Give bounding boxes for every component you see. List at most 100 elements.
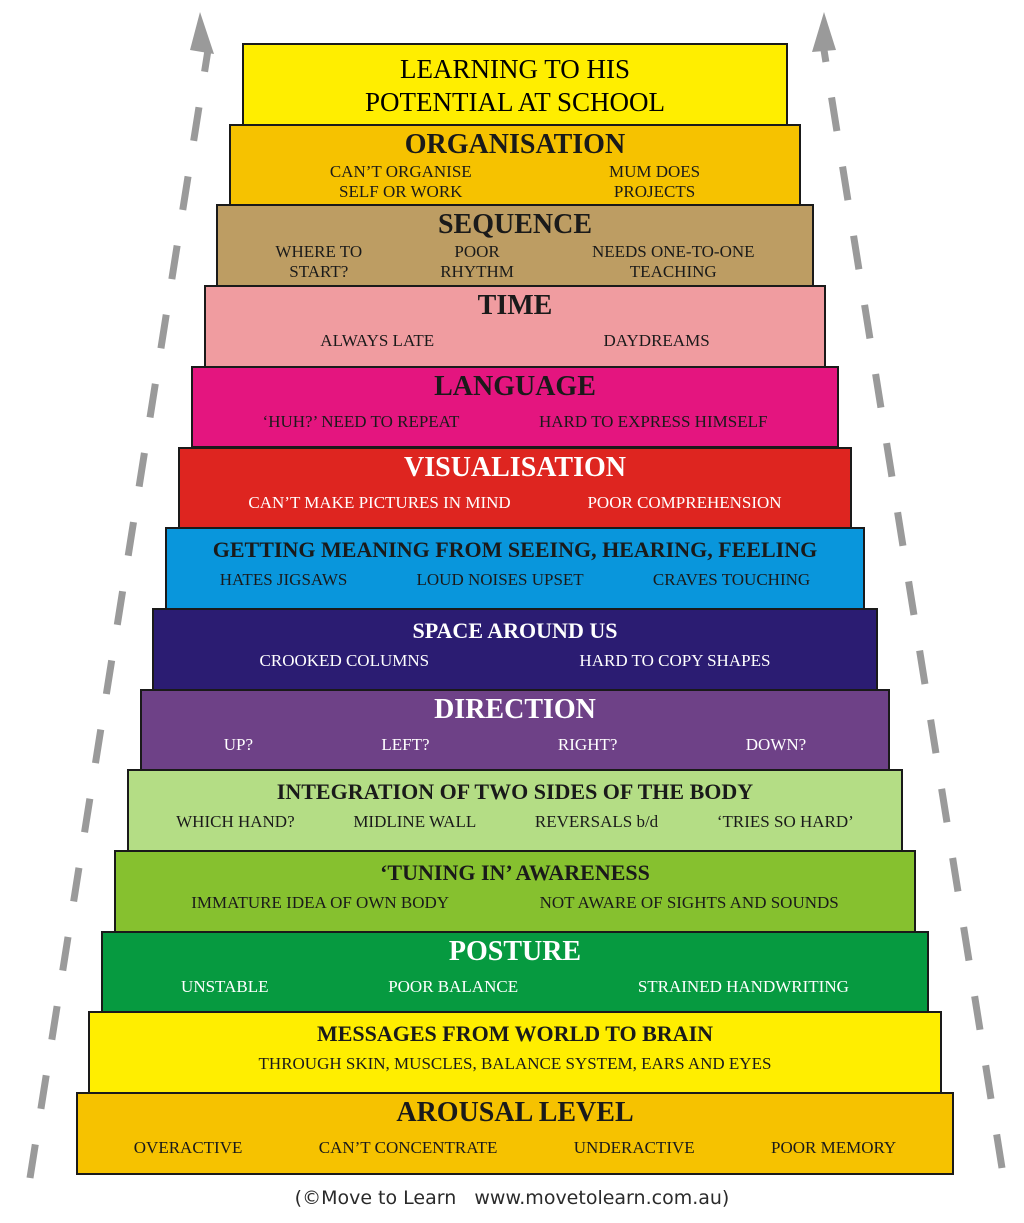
symptom: POOR COMPREHENSION bbox=[587, 493, 781, 513]
symptom: HATES JIGSAWS bbox=[220, 570, 348, 590]
symptom: ALWAYS LATE bbox=[320, 331, 434, 351]
symptom-line: NOT AWARE OF SIGHTS AND SOUNDS bbox=[539, 893, 839, 912]
step-title: VISUALISATION bbox=[404, 451, 626, 483]
step-title: MESSAGES FROM WORLD TO BRAIN bbox=[316, 1021, 714, 1047]
symptom: HARD TO EXPRESS HIMSELF bbox=[539, 412, 767, 432]
left-arrowhead-icon bbox=[190, 12, 214, 54]
symptom: REVERSALS b/d bbox=[535, 812, 658, 832]
step-time: TIME ALWAYS LATE DAYDREAMS bbox=[203, 285, 827, 368]
symptom-line: POOR BALANCE bbox=[388, 976, 519, 996]
symptom: CAN’T CONCENTRATE bbox=[319, 1138, 498, 1158]
step-title: SPACE AROUND US bbox=[412, 617, 618, 643]
step-messages-from-world-to-brain: MESSAGES FROM WORLD TO BRAIN THROUGH SKIN… bbox=[88, 1011, 942, 1095]
symptom: NOT AWARE OF SIGHTS AND SOUNDS bbox=[540, 893, 839, 913]
symptom-line: SELF OR WORK bbox=[339, 181, 463, 201]
step-symptoms: UP? LEFT? RIGHT? DOWN? bbox=[142, 735, 889, 755]
symptom-line: WHICH HAND? bbox=[176, 812, 295, 832]
symptom: CAN’T MAKE PICTURES IN MIND bbox=[248, 493, 510, 513]
right-arrowhead-icon bbox=[812, 12, 836, 52]
symptom-line: UP? bbox=[223, 734, 254, 754]
symptom: CROOKED COLUMNS bbox=[260, 651, 430, 671]
symptom: POOR MEMORY bbox=[771, 1138, 896, 1158]
step-symptoms: ‘HUH?’ NEED TO REPEAT HARD TO EXPRESS HIM… bbox=[193, 412, 837, 432]
step-title: POSTURE bbox=[448, 935, 582, 967]
symptom: IMMATURE IDEA OF OWN BODY bbox=[191, 893, 449, 913]
symptom-line: RIGHT? bbox=[557, 734, 618, 754]
step-symptoms: CROOKED COLUMNS HARD TO COPY SHAPES bbox=[154, 651, 875, 671]
symptom-line: POOR MEMORY bbox=[771, 1138, 897, 1158]
symptom-line: POOR COMPREHENSION bbox=[587, 492, 782, 512]
symptom-line: MIDLINE WALL bbox=[353, 812, 477, 832]
symptom-line: CRAVES TOUCHING bbox=[652, 570, 811, 590]
symptom: DOWN? bbox=[746, 735, 806, 755]
symptom-line: TEACHING bbox=[629, 262, 717, 282]
symptom-line: START? bbox=[289, 262, 349, 282]
symptom-line: RHYTHM bbox=[440, 262, 514, 282]
symptom-line: POOR bbox=[454, 242, 500, 262]
step-getting-meaning-from-seeing-hearing-feeling: GETTING MEANING FROM SEEING, HEARING, FE… bbox=[165, 527, 865, 610]
step-symptoms: CAN’T MAKE PICTURES IN MIND POOR COMPREHE… bbox=[180, 493, 850, 513]
symptom-line: THROUGH SKIN, MUSCLES, BALANCE SYSTEM, E… bbox=[258, 1054, 772, 1074]
symptom-line: STRAINED HANDWRITING bbox=[637, 976, 849, 996]
apex-title-line: LEARNING TO HIS bbox=[399, 54, 630, 84]
symptom-line: NEEDS ONE-TO-ONE bbox=[591, 242, 755, 262]
step-symptoms: IMMATURE IDEA OF OWN BODY NOT AWARE OF SI… bbox=[116, 893, 914, 913]
symptom: LEFT? bbox=[381, 735, 429, 755]
symptom-line: HATES JIGSAWS bbox=[219, 570, 348, 590]
symptom-line: LOUD NOISES UPSET bbox=[416, 570, 584, 590]
step-title: TIME bbox=[477, 290, 553, 322]
symptom: STRAINED HANDWRITING bbox=[638, 977, 849, 997]
step-title: GETTING MEANING FROM SEEING, HEARING, FE… bbox=[212, 537, 818, 563]
symptom-line: DAYDREAMS bbox=[603, 331, 710, 351]
symptom-line: CAN’T CONCENTRATE bbox=[318, 1138, 498, 1158]
symptom-line: ALWAYS LATE bbox=[320, 331, 435, 351]
symptom-line: UNDERACTIVE bbox=[573, 1138, 695, 1158]
symptom: HARD TO COPY SHAPES bbox=[579, 651, 770, 671]
symptom: WHICH HAND? bbox=[176, 812, 295, 832]
symptom: THROUGH SKIN, MUSCLES, BALANCE SYSTEM, E… bbox=[259, 1054, 772, 1074]
symptom-line: REVERSALS b/d bbox=[534, 812, 659, 832]
left-dashed-line bbox=[26, 49, 212, 1179]
symptom: POOR BALANCE bbox=[388, 977, 518, 997]
symptom: UNDERACTIVE bbox=[574, 1138, 695, 1158]
step-title: SEQUENCE bbox=[437, 209, 592, 241]
step-space-around-us: SPACE AROUND US CROOKED COLUMNS HARD TO CO… bbox=[152, 607, 878, 691]
symptom: CRAVES TOUCHING bbox=[653, 570, 810, 590]
step-title: ORGANISATION bbox=[404, 128, 626, 160]
symptom: ‘HUH?’ NEED TO REPEAT bbox=[263, 412, 460, 432]
symptom-line: DOWN? bbox=[745, 734, 807, 754]
symptom-line: PROJECTS bbox=[613, 181, 696, 201]
step-title: ‘TUNING IN’ AWARENESS bbox=[380, 860, 650, 885]
symptom-line: CROOKED COLUMNS bbox=[259, 650, 430, 670]
apex-title-line: POTENTIAL AT SCHOOL bbox=[364, 87, 665, 117]
right-dashed-line bbox=[820, 49, 1006, 1169]
step-posture: POSTURE UNSTABLE POOR BALANCE STRAINED HAND… bbox=[101, 930, 929, 1014]
symptom-line: CAN’T MAKE PICTURES IN MIND bbox=[248, 492, 511, 512]
step-symptoms: UNSTABLE POOR BALANCE STRAINED HANDWRITING bbox=[103, 977, 927, 997]
step-visualisation: VISUALISATION CAN’T MAKE PICTURES IN MIND… bbox=[178, 446, 852, 530]
step-tuning-in-awareness: ‘TUNING IN’ AWARENESS IMMATURE IDEA OF OW… bbox=[114, 850, 916, 933]
symptom-line: MUM DOES bbox=[608, 161, 701, 181]
symptom: LOUD NOISES UPSET bbox=[417, 570, 584, 590]
symptom-line: ‘HUH?’ NEED TO REPEAT bbox=[262, 411, 460, 431]
symptom-line: LEFT? bbox=[381, 734, 430, 754]
step-title: LANGUAGE bbox=[434, 370, 596, 402]
symptom-line: IMMATURE IDEA OF OWN BODY bbox=[191, 893, 450, 912]
symptom-line: CAN’T ORGANISE bbox=[329, 161, 472, 181]
symptom: UNSTABLE bbox=[181, 977, 268, 997]
symptom-line: UNSTABLE bbox=[181, 976, 269, 996]
